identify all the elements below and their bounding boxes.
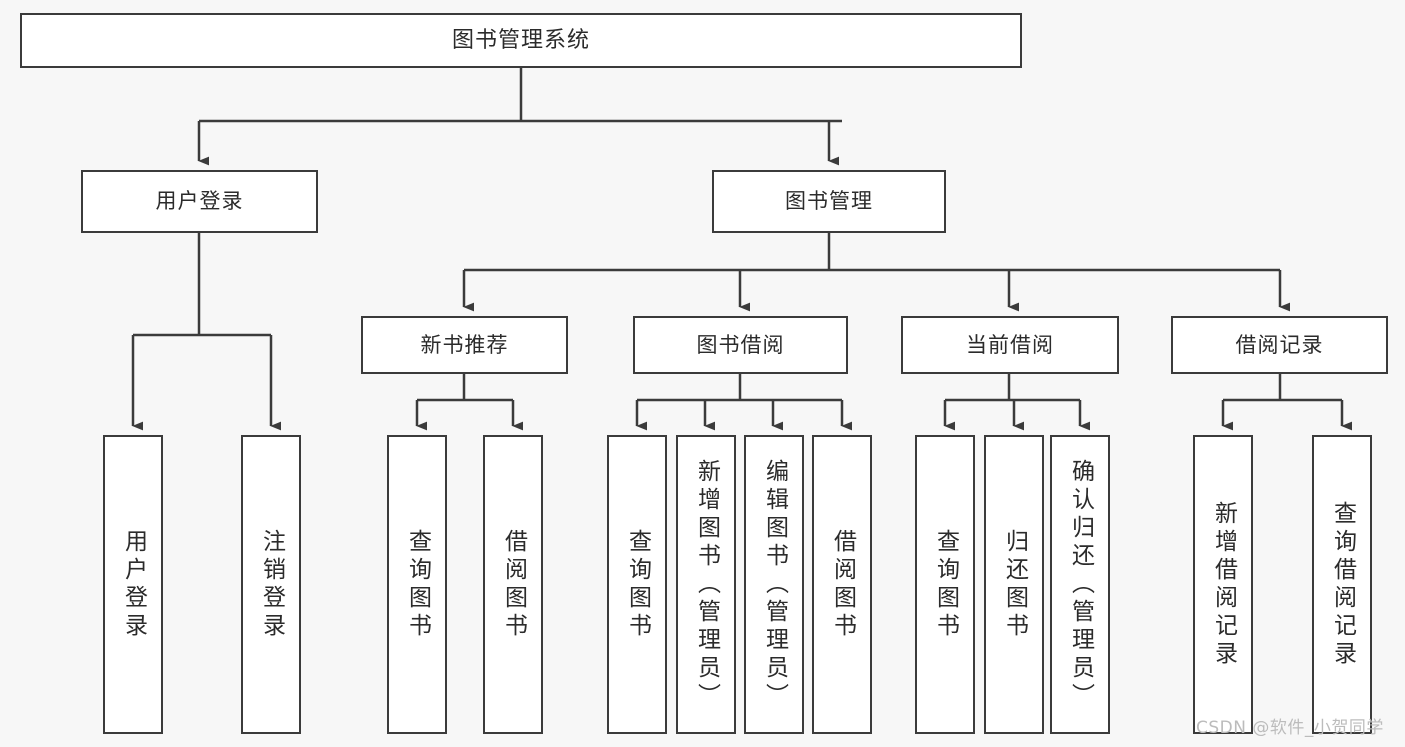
leaf-borrow-record-query[interactable]: 查询借阅记录 xyxy=(1312,435,1372,734)
node-user-login[interactable]: 用户登录 xyxy=(81,170,318,233)
node-book-manage[interactable]: 图书管理 xyxy=(712,170,946,233)
leaf-book-borrow-query[interactable]: 查询图书 xyxy=(607,435,667,734)
leaf-current-borrow-query-label: 查询图书 xyxy=(932,528,959,641)
node-borrow-record-label: 借阅记录 xyxy=(1235,332,1324,357)
leaf-user-login-logout[interactable]: 注销登录 xyxy=(241,435,301,734)
leaf-user-login-login-label: 用户登录 xyxy=(120,528,147,641)
leaf-borrow-record-add[interactable]: 新增借阅记录 xyxy=(1193,435,1253,734)
node-book-borrow-label: 图书借阅 xyxy=(696,332,785,357)
leaf-new-book-query-label: 查询图书 xyxy=(404,528,431,641)
leaf-book-borrow-add[interactable]: 新增图书（管理员） xyxy=(676,435,736,734)
leaf-user-login-login[interactable]: 用户登录 xyxy=(103,435,163,734)
leaf-book-borrow-borrow[interactable]: 借阅图书 xyxy=(812,435,872,734)
leaf-current-borrow-query[interactable]: 查询图书 xyxy=(915,435,975,734)
leaf-book-borrow-edit[interactable]: 编辑图书（管理员） xyxy=(744,435,804,734)
csdn-watermark: CSDN @软件_小贺同学 xyxy=(1196,718,1384,738)
leaf-current-borrow-return[interactable]: 归还图书 xyxy=(984,435,1044,734)
leaf-user-login-logout-label: 注销登录 xyxy=(258,528,285,641)
node-user-login-label: 用户登录 xyxy=(155,189,244,214)
leaf-new-book-borrow[interactable]: 借阅图书 xyxy=(483,435,543,734)
leaf-book-borrow-add-label: 新增图书（管理员） xyxy=(693,458,720,711)
leaf-borrow-record-query-label: 查询借阅记录 xyxy=(1329,500,1356,669)
node-root-label: 图书管理系统 xyxy=(451,27,590,53)
leaf-book-borrow-query-label: 查询图书 xyxy=(624,528,651,641)
leaf-new-book-borrow-label: 借阅图书 xyxy=(500,528,527,641)
leaf-book-borrow-borrow-label: 借阅图书 xyxy=(829,528,856,641)
leaf-new-book-query[interactable]: 查询图书 xyxy=(387,435,447,734)
node-borrow-record[interactable]: 借阅记录 xyxy=(1171,316,1388,374)
leaf-current-borrow-confirm[interactable]: 确认归还（管理员） xyxy=(1050,435,1110,734)
node-current-borrow-label: 当前借阅 xyxy=(966,332,1054,357)
leaf-book-borrow-edit-label: 编辑图书（管理员） xyxy=(761,458,788,711)
node-current-borrow[interactable]: 当前借阅 xyxy=(901,316,1119,374)
node-root-system[interactable]: 图书管理系统 xyxy=(20,13,1022,68)
node-book-manage-label: 图书管理 xyxy=(785,189,873,214)
leaf-current-borrow-confirm-label: 确认归还（管理员） xyxy=(1067,458,1094,711)
leaf-current-borrow-return-label: 归还图书 xyxy=(1001,528,1028,641)
node-book-borrow[interactable]: 图书借阅 xyxy=(633,316,848,374)
node-new-book-recommend-label: 新书推荐 xyxy=(420,332,509,357)
leaf-borrow-record-add-label: 新增借阅记录 xyxy=(1210,500,1237,669)
node-new-book-recommend[interactable]: 新书推荐 xyxy=(361,316,568,374)
